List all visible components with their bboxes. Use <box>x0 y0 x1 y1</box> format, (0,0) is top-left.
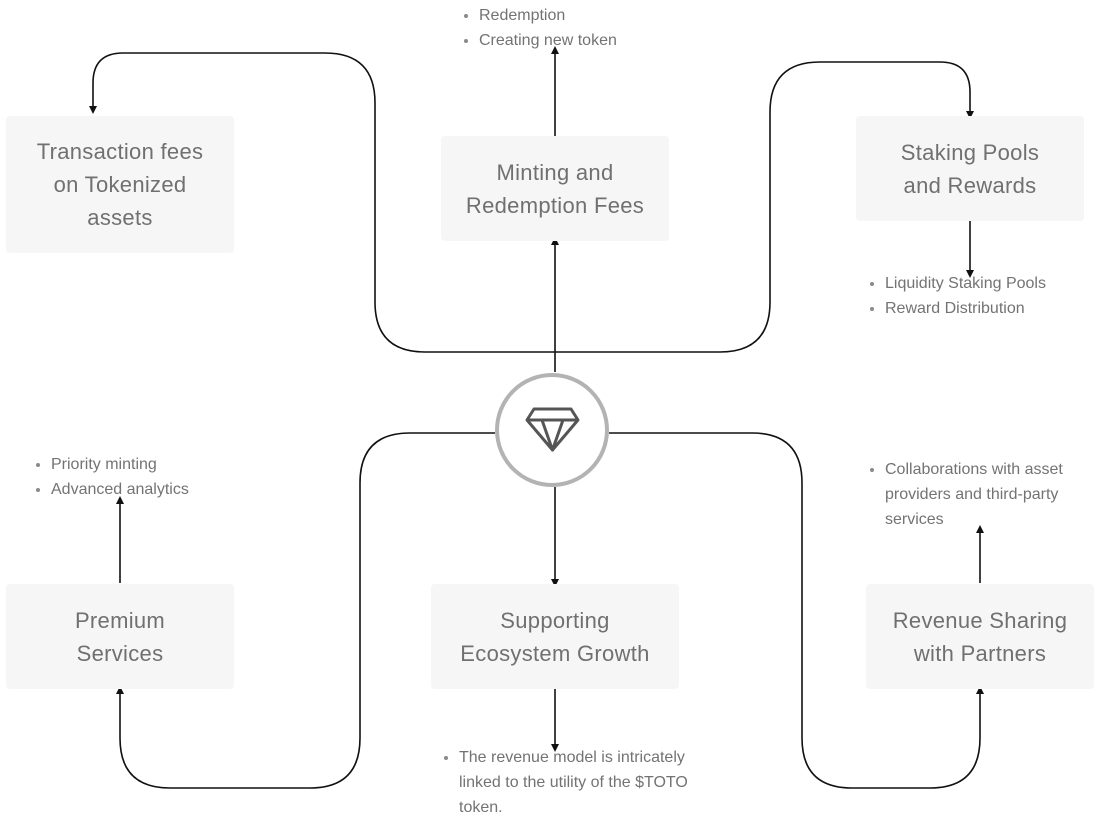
list-item: Reward Distribution <box>885 296 1097 321</box>
ecosystem-notes: The revenue model is intricately linked … <box>435 745 689 820</box>
node-minting-redemption-fees: Minting and Redemption Fees <box>441 136 669 241</box>
list-item: Liquidity Staking Pools <box>885 271 1097 296</box>
diamond-icon <box>525 407 580 452</box>
revenue-sharing-notes: Collaborations with asset providers and … <box>861 457 1097 532</box>
node-premium-services: Premium Services <box>6 584 234 689</box>
connector-premium <box>116 432 495 789</box>
list-item: Priority minting <box>51 452 281 477</box>
staking-notes: Liquidity Staking Pools Reward Distribut… <box>861 271 1097 321</box>
connector-staking <box>555 61 974 353</box>
list-item: Creating new token <box>479 28 709 53</box>
list-item: Advanced analytics <box>51 477 281 502</box>
node-revenue-sharing-label: Revenue Sharing with Partners <box>892 607 1068 666</box>
hub-circle <box>495 373 609 487</box>
node-premium-label: Premium Services <box>74 607 166 666</box>
list-item: The revenue model is intricately linked … <box>459 745 689 820</box>
node-minting-label: Minting and Redemption Fees <box>465 159 645 218</box>
node-transaction-fees: Transaction fees on Tokenized assets <box>6 116 234 253</box>
node-ecosystem-label: Supporting Ecosystem Growth <box>460 607 650 666</box>
node-revenue-sharing: Revenue Sharing with Partners <box>866 584 1094 689</box>
premium-notes: Priority minting Advanced analytics <box>27 452 281 502</box>
list-item: Collaborations with asset providers and … <box>885 457 1097 532</box>
node-staking-pools: Staking Pools and Rewards <box>856 116 1084 221</box>
list-item: Redemption <box>479 3 709 28</box>
node-transaction-fees-label: Transaction fees on Tokenized assets <box>36 139 204 230</box>
minting-notes: Redemption Creating new token <box>455 3 709 53</box>
node-staking-label: Staking Pools and Rewards <box>900 139 1040 198</box>
connector-transaction-fees <box>89 52 555 353</box>
node-ecosystem-growth: Supporting Ecosystem Growth <box>431 584 679 689</box>
connector-revenue-sharing <box>609 432 984 789</box>
